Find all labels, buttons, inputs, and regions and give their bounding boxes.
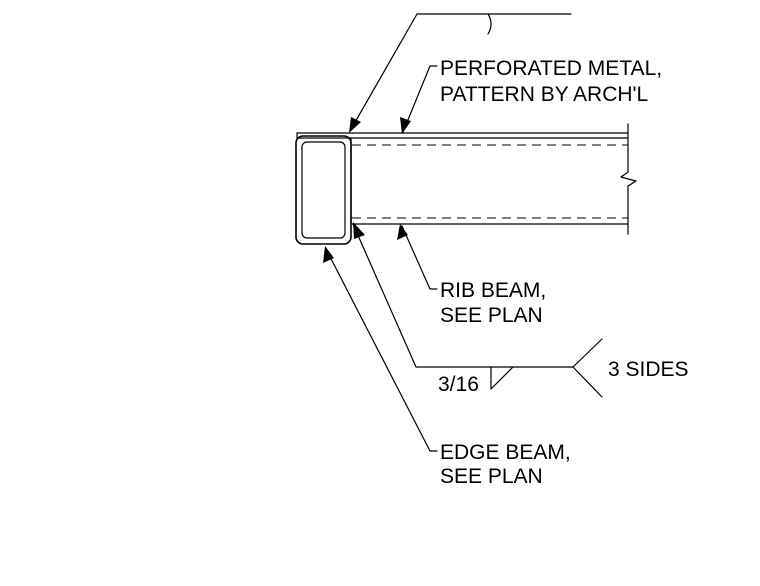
rib-beam-elevation [350, 137, 629, 225]
weld-tail-note: 3 SIDES [608, 358, 689, 381]
weld-tail [572, 338, 603, 398]
note-edge-beam-line2: SEE PLAN [440, 465, 543, 488]
leader-weld [352, 223, 574, 368]
leader-rib-beam [401, 225, 438, 290]
arrowhead-weld [353, 222, 365, 239]
note-edge-beam-line1: EDGE BEAM, [440, 441, 571, 464]
note-rib-beam-line2: SEE PLAN [440, 304, 543, 327]
edge-beam-section [295, 135, 352, 245]
arrowhead-top [349, 117, 361, 133]
leader-perforated-metal [402, 65, 438, 133]
weld-size-label: 3/16 [438, 373, 479, 396]
arrowhead-perforated-metal [400, 117, 411, 134]
note-rib-beam-line1: RIB BEAM, [440, 279, 546, 302]
break-line [620, 123, 637, 235]
note-perforated-metal-line2: PATTERN BY ARCH'L [440, 83, 648, 106]
fillet-weld-symbol [490, 366, 514, 390]
note-perforated-metal-line1: PERFORATED METAL, [440, 57, 662, 80]
leader-edge-beam [325, 248, 438, 452]
arrowhead-rib-beam [397, 224, 408, 240]
arrowhead-edge-beam [323, 246, 334, 263]
perforated-metal-plate [296, 132, 629, 139]
leader-top [349, 13, 572, 132]
